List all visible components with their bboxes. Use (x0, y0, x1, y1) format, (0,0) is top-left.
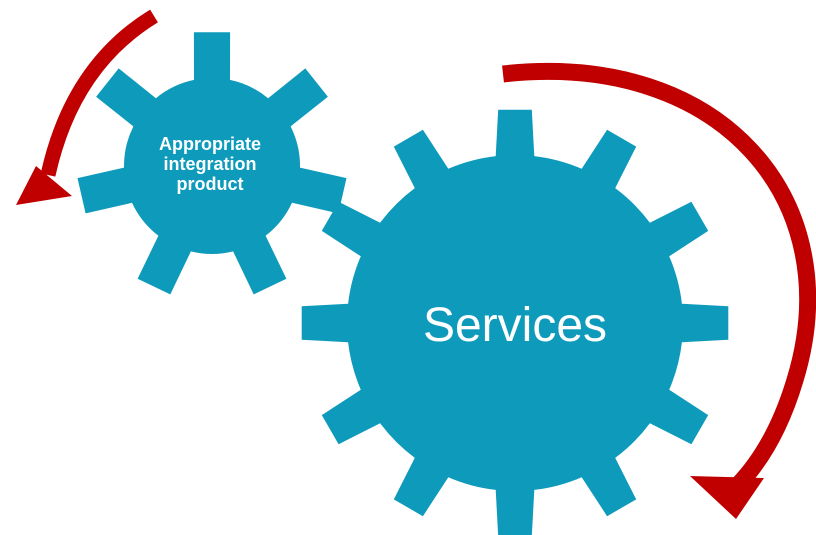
small-gear-label: Appropriate integration product (140, 118, 280, 210)
left-rotation-arrow (16, 9, 158, 205)
small-gear-label-line-1: Appropriate (158, 134, 261, 154)
large-gear-label: Services (422, 298, 608, 352)
small-gear-label-line-3: product (176, 174, 244, 194)
large-gear (301, 109, 729, 535)
small-gear-label-line-2: integration (163, 154, 257, 174)
small-gear (77, 32, 347, 295)
right-rotation-arrow (502, 63, 816, 519)
